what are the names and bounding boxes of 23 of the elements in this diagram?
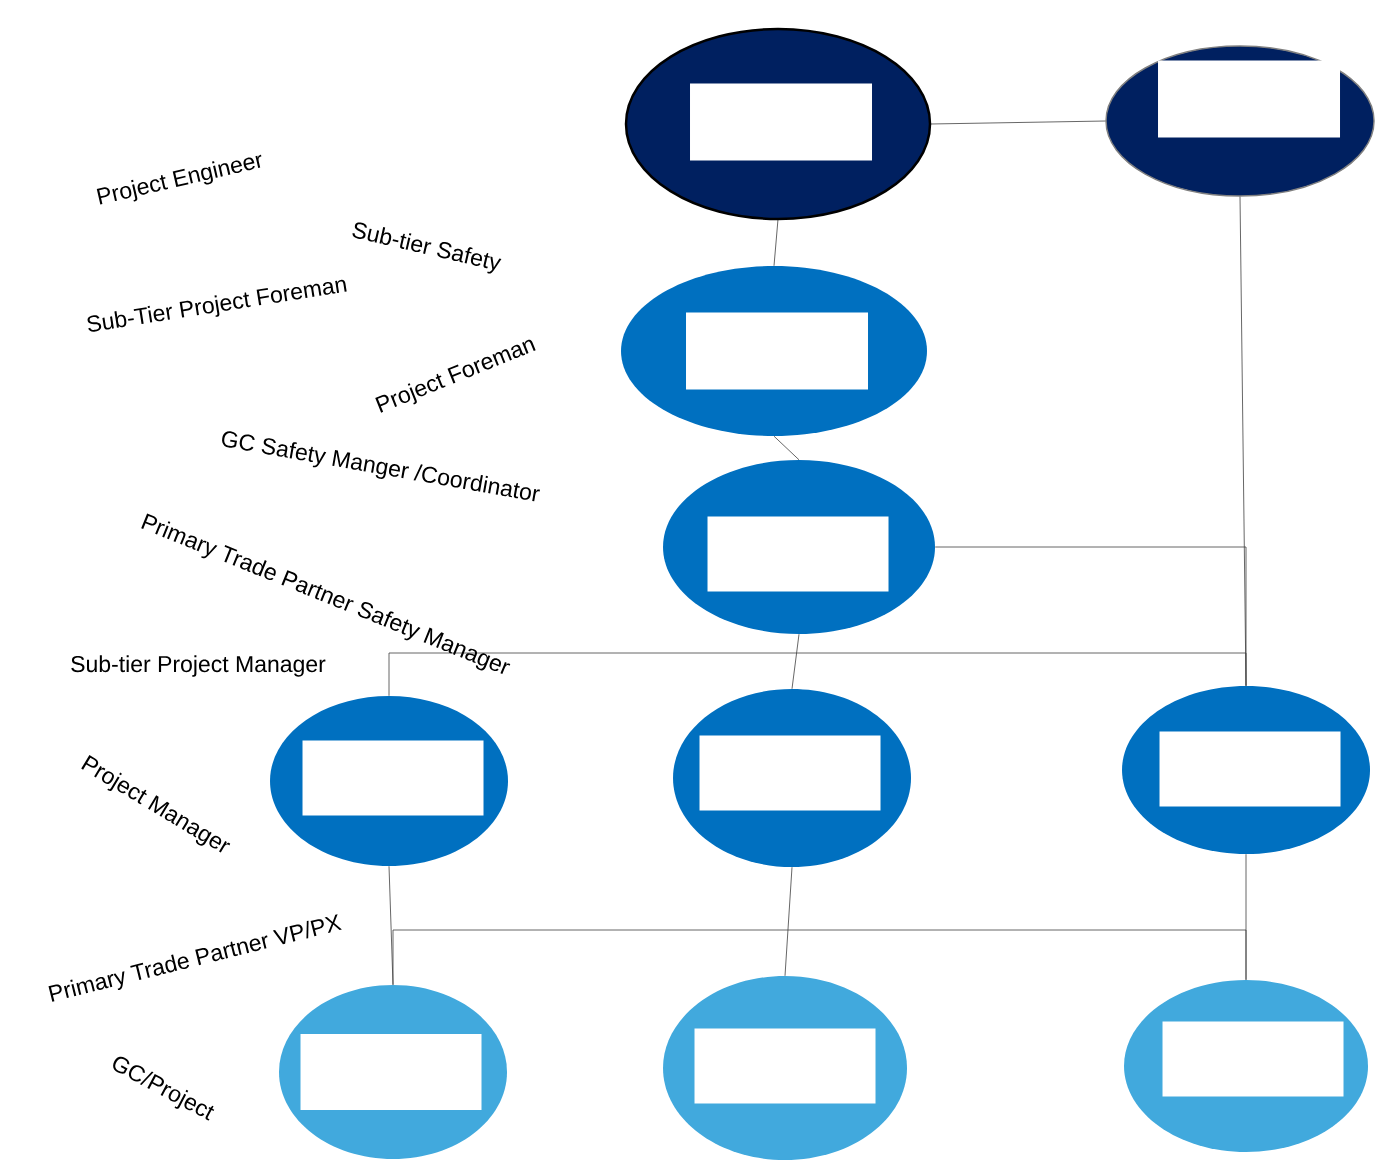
connector-line	[773, 218, 779, 267]
role-label: Primary Trade Partner VP/PX	[48, 914, 342, 1002]
role-label: Project Engineer	[96, 154, 262, 205]
connector-line	[773, 435, 800, 461]
ellipse-with-box	[1122, 686, 1370, 854]
connector-line	[929, 120, 1107, 125]
ellipse-with-box	[663, 976, 907, 1160]
ellipse-with-box	[1124, 980, 1368, 1152]
ellipse-with-box	[621, 266, 927, 436]
role-label: Sub-Tier Project Foreman	[87, 279, 347, 332]
role-label: GC Safety Manger /Coordinator	[222, 431, 540, 502]
ellipse-with-box	[270, 696, 508, 866]
role-label: Sub-tier Safety	[352, 222, 502, 274]
ellipse-with-box	[663, 460, 935, 634]
connector-line	[784, 866, 793, 977]
ellipse-with-box	[624, 27, 932, 221]
ellipse-with-box	[279, 985, 507, 1159]
connector-line	[388, 652, 1247, 697]
ellipse-with-box	[673, 689, 911, 867]
connector-line	[392, 929, 1247, 986]
role-label: Sub-tier Project Manager	[71, 655, 326, 677]
ellipse-with-box	[1105, 45, 1375, 197]
connector-line	[791, 633, 800, 690]
